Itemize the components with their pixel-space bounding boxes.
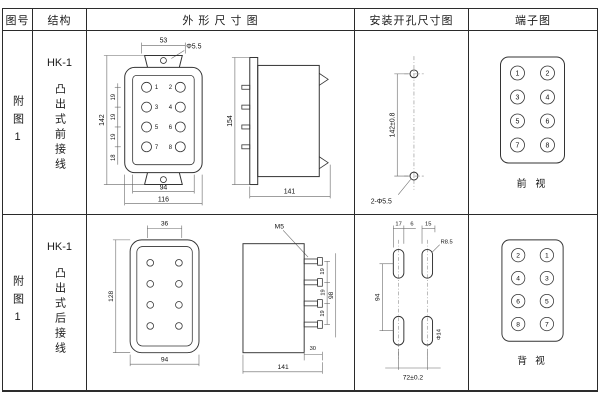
datasheet-table: 图号 结构 外 形 尺 寸 图 安装开孔尺寸图 端子图 附图1 HK-1 凸出式… (2, 8, 598, 392)
term-no-8: 8 (546, 143, 550, 150)
row1-outline-cell: 53 Φ5.5 1 2 3 4 (87, 31, 355, 215)
header-installation: 安装开孔尺寸图 (355, 9, 469, 31)
dim-stud-span: 98 (328, 291, 335, 299)
dim-height: 128 (108, 290, 115, 301)
dim-vertical-span: 94 (374, 293, 381, 301)
term-no-1: 2 (516, 253, 520, 260)
dim-pitch-2: 19 (111, 113, 117, 120)
term-no-7: 8 (516, 321, 520, 328)
term-no-3: 4 (516, 276, 520, 283)
row1-structure: HK-1 凸出式前接线 (33, 31, 87, 215)
dim-pitch-1: 19 (111, 93, 117, 100)
side-view: 154 141 (227, 56, 331, 199)
view-label-back: 背 视 (517, 355, 547, 367)
terminal-7: 7 (155, 145, 158, 151)
dim-pitch-1: 19 (320, 268, 326, 274)
slot-size-label: Φ14 (437, 328, 443, 340)
row2-terminal-diagram: 2 1 4 3 6 5 8 7 背 视 (501, 239, 564, 367)
view-label-front: 前 视 (517, 177, 549, 190)
term-no-4: 3 (545, 276, 549, 283)
terminal-3: 3 (155, 105, 159, 111)
rear-view: 36 128 94 (108, 221, 200, 367)
screw-label: M5 (275, 223, 285, 230)
header-structure: 结构 (33, 9, 87, 31)
header-structure-label: 结构 (47, 14, 72, 27)
dim-side-height: 154 (227, 115, 234, 127)
dim-top-width: 53 (160, 38, 168, 45)
dim-hole-label: Φ5.5 (186, 44, 201, 51)
terminal-6: 6 (169, 125, 173, 131)
dim-outer-width: 116 (158, 196, 169, 203)
row1-terminal-cell: 1 2 3 4 5 6 7 8 前 视 (469, 31, 597, 215)
term-no-4: 4 (546, 95, 550, 102)
terminal-4: 4 (169, 105, 173, 111)
header-terminal-label: 端子图 (515, 14, 551, 27)
term-no-3: 3 (516, 95, 520, 102)
dim-top-width: 36 (161, 221, 169, 228)
header-outline: 外 形 尺 寸 图 (87, 9, 355, 31)
row2-outline-cell: 36 128 94 M5 (87, 215, 355, 391)
term-no-2: 2 (546, 71, 550, 78)
row2-installation-drawing: 17 6 15 R8.5 94 Φ14 72±0.2 (374, 222, 453, 382)
dim-15: 15 (425, 222, 431, 228)
terminal-circles (510, 65, 555, 153)
term-no-6: 6 (546, 119, 550, 126)
terminal-8: 8 (169, 145, 173, 151)
dim-side-depth: 141 (284, 188, 296, 195)
row2-structure: HK-1 凸出式后接线 (33, 215, 87, 391)
dim-gap: 6 (410, 222, 413, 228)
terminal-studs (303, 257, 323, 329)
row1-figure-no-label: 附图1 (11, 95, 24, 150)
row2-installation-cell: 17 6 15 R8.5 94 Φ14 72±0.2 (355, 215, 469, 391)
dim-horizontal-span: 72±0.2 (403, 374, 424, 381)
term-no-2: 1 (545, 253, 549, 260)
dim-install-height: 142±0.8 (389, 112, 396, 137)
header-figure-no-label: 图号 (5, 14, 30, 27)
dim-pitch-3: 19 (320, 310, 326, 316)
dim-height: 142 (99, 114, 106, 126)
dim-pitch-3: 19 (111, 133, 117, 140)
radius-label: R8.5 (441, 240, 453, 246)
row2-model-label: HK-1 (46, 241, 73, 253)
header-terminal: 端子图 (469, 9, 597, 31)
term-no-6: 5 (545, 298, 549, 305)
row2-structure-label: 凸出式后接线 (53, 267, 66, 357)
row2-figure-no: 附图1 (3, 215, 33, 391)
dim-side-depth: 141 (278, 364, 289, 371)
row2-terminal-cell: 2 1 4 3 6 5 8 7 背 视 (469, 215, 597, 391)
row1-installation-cell: 142±0.8 2-Φ5.5 (355, 31, 469, 215)
dim-stud-depth: 30 (310, 346, 316, 352)
row1-installation-drawing: 142±0.8 2-Φ5.5 (371, 56, 424, 206)
header-outline-label: 外 形 尺 寸 图 (182, 14, 259, 27)
terminal-1: 1 (155, 85, 159, 91)
row1-structure-label: 凸出式前接线 (53, 83, 66, 173)
term-no-7: 7 (516, 143, 520, 150)
row2-outline-drawing: 36 128 94 M5 (108, 221, 337, 374)
terminal-5: 5 (155, 125, 159, 131)
row1-outline-drawing: 53 Φ5.5 1 2 3 4 (99, 38, 331, 206)
row1-figure-no: 附图1 (3, 31, 33, 215)
header-installation-label: 安装开孔尺寸图 (369, 14, 454, 27)
dim-pitch-4: 18 (111, 154, 117, 161)
term-no-5: 6 (516, 298, 520, 305)
row2-figure-no-label: 附图1 (11, 275, 24, 330)
install-holes-label: 2-Φ5.5 (371, 199, 392, 206)
header-figure-no: 图号 (3, 9, 33, 31)
row1-terminal-diagram: 1 2 3 4 5 6 7 8 前 视 (500, 56, 565, 190)
side-view: M5 19 19 19 98 30 (242, 223, 337, 374)
front-view: 53 Φ5.5 1 2 3 4 (99, 38, 203, 206)
mounting-slots (392, 248, 434, 346)
dim-slot-width: 17 (395, 222, 401, 228)
term-no-5: 5 (516, 119, 520, 126)
term-no-1: 1 (516, 71, 520, 78)
terminal-screws (141, 81, 186, 153)
rear-terminals (146, 259, 183, 330)
term-no-8: 7 (545, 321, 549, 328)
dim-inner-width: 94 (160, 184, 168, 191)
terminal-2: 2 (169, 85, 172, 91)
dim-pitch-2: 19 (320, 289, 326, 295)
row1-model-label: HK-1 (46, 57, 73, 69)
terminal-circles (511, 248, 554, 332)
dim-width: 94 (161, 356, 169, 363)
